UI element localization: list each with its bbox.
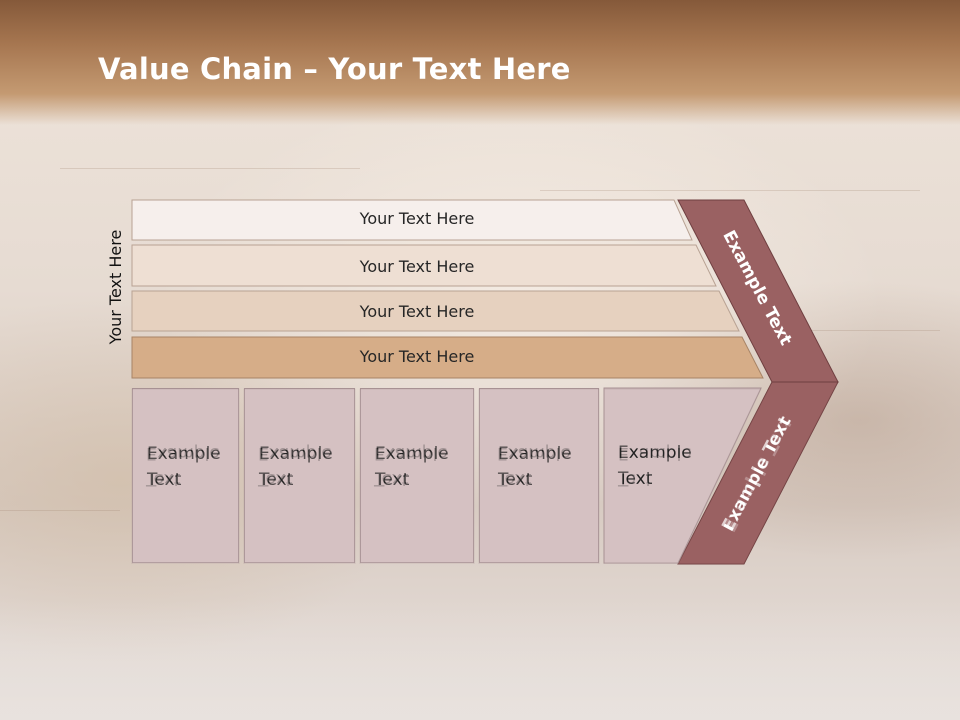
row-label-1: Your Text Here	[359, 209, 475, 228]
activity-box-3-line2: Text	[375, 470, 410, 490]
row-bar-2[interactable]	[131, 244, 717, 287]
activity-box-5-line2: Text	[618, 469, 653, 489]
chevron-bottom[interactable]	[677, 381, 839, 565]
box-last-shape[interactable]	[603, 387, 762, 564]
row-bar-3[interactable]	[131, 290, 740, 332]
row-bar-4[interactable]	[131, 336, 764, 379]
activity-box-4-line2: Text	[498, 470, 533, 490]
activity-box-1-line1: Example	[147, 444, 221, 464]
slide-title-rest: – Your Text Here	[293, 52, 571, 86]
reflection-fade	[0, 600, 960, 720]
activity-box-4-line1: Example	[498, 444, 572, 464]
row-label-2: Your Text Here	[359, 257, 475, 276]
activity-box-5-line1: Example	[618, 443, 692, 463]
row-bar-1[interactable]	[131, 199, 693, 241]
slide-title: Value Chain – Your Text Here	[98, 52, 571, 86]
header-band	[0, 0, 960, 125]
activity-box-2-line2: Text	[259, 470, 294, 490]
row-label-3: Your Text Here	[359, 302, 475, 321]
slide-title-bold: Value Chain	[98, 52, 294, 86]
activity-box-1-line2: Text	[147, 470, 182, 490]
activity-box-3-line1: Example	[375, 444, 449, 464]
row-label-4: Your Text Here	[359, 347, 475, 366]
activity-box-2-line1: Example	[259, 444, 333, 464]
